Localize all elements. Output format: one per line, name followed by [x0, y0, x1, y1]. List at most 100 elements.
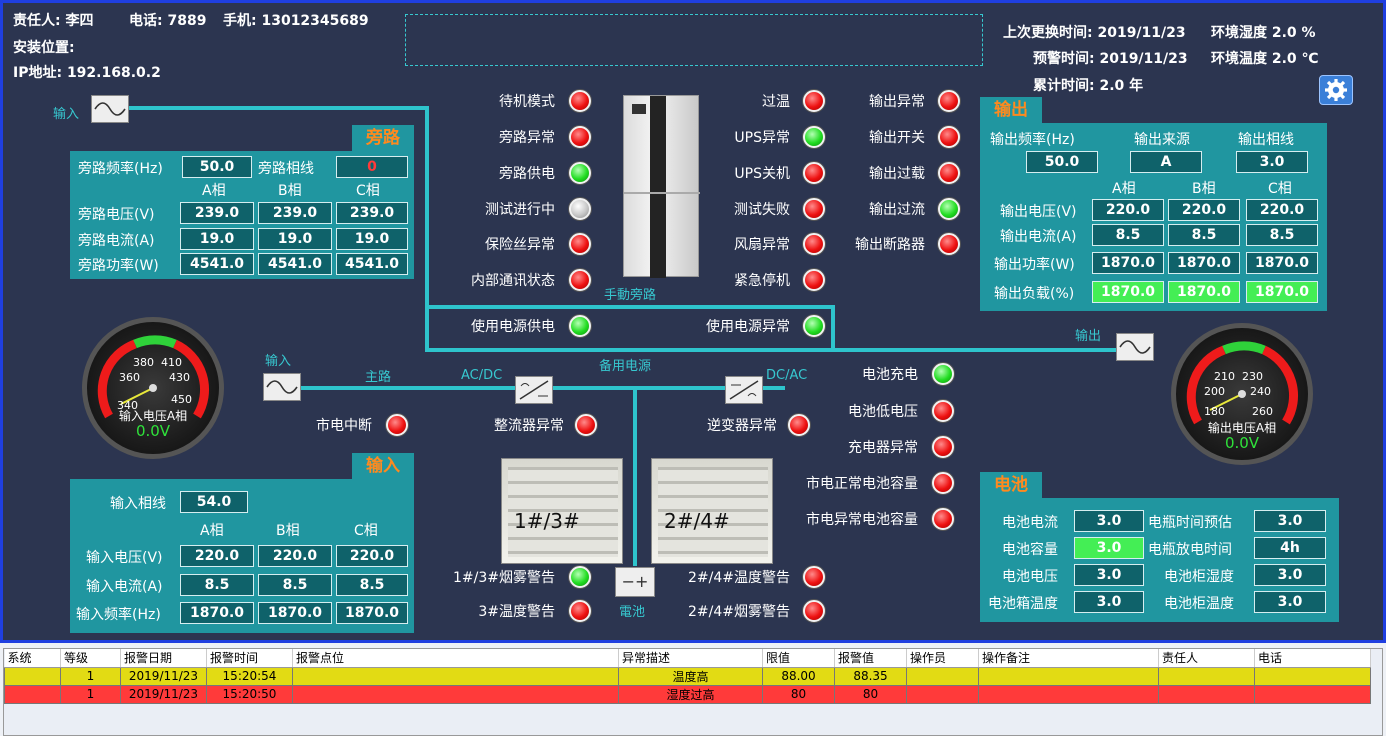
bypass-power-a: 4541.0	[180, 253, 254, 275]
col-alarm-point[interactable]: 报警点位	[292, 649, 619, 668]
status-led-test-fail	[803, 198, 825, 220]
table-cell	[1254, 684, 1371, 704]
gauge-tick: 430	[169, 371, 190, 384]
col-header: B相	[1192, 181, 1216, 197]
flow-line	[425, 348, 1117, 352]
status-led-use-supply	[569, 315, 591, 337]
col-operator[interactable]: 操作员	[906, 649, 979, 668]
scada-screen: 责任人: 李四 电话: 7889 手机: 13012345689 安装位置: I…	[0, 0, 1386, 643]
row-label: 输入频率(Hz)	[76, 607, 161, 623]
gauge-tick: 230	[1242, 370, 1263, 383]
table-cell: 湿度过高	[618, 684, 763, 704]
col-alarm-date[interactable]: 报警日期	[120, 649, 207, 668]
table-cell	[1254, 666, 1371, 686]
sine-wave-icon	[1116, 333, 1154, 361]
col-level[interactable]: 等级	[60, 649, 121, 668]
status-led-testing	[569, 198, 591, 220]
status-label: 使用电源异常	[706, 319, 790, 335]
battery-label: 电池电流	[1002, 515, 1058, 531]
bypass-phase-label: 旁路相线	[258, 161, 314, 177]
battery-cabinet-temp-value: 3.0	[1254, 591, 1326, 613]
table-cell	[4, 684, 61, 704]
table-cell: 80	[834, 684, 907, 704]
battery-current-value: 3.0	[1074, 510, 1144, 532]
input-voltage-a: 220.0	[180, 545, 254, 567]
output-power-b: 1870.0	[1168, 252, 1240, 274]
col-header: C相	[354, 523, 378, 539]
status-led-standby	[569, 90, 591, 112]
env-temp: 环境温度 2.0 ℃	[1211, 51, 1319, 67]
settings-button[interactable]	[1319, 75, 1353, 105]
status-led-ups-off	[803, 162, 825, 184]
col-phone[interactable]: 电话	[1254, 649, 1371, 668]
output-power-a: 1870.0	[1092, 252, 1164, 274]
status-led-out-fault	[938, 90, 960, 112]
gauge-tick: 240	[1250, 385, 1271, 398]
status-led-emergency-stop	[803, 269, 825, 291]
status-label: 整流器异常	[494, 418, 564, 434]
output-source-value: A	[1130, 151, 1202, 173]
row-label: 旁路电流(A)	[78, 233, 155, 249]
status-label: 旁路异常	[499, 130, 555, 146]
table-cell	[978, 666, 1159, 686]
row-label: 旁路功率(W)	[78, 258, 159, 274]
output-voltage-b: 220.0	[1168, 199, 1240, 221]
battery-label: 电瓶时间预估	[1148, 515, 1232, 531]
row-label: 旁路电压(V)	[78, 207, 155, 223]
col-system[interactable]: 系统	[4, 649, 61, 668]
cumulative-time: 累计时间: 2.0 年	[1033, 78, 1144, 94]
battery-symbol-label: 電池	[619, 605, 646, 620]
input-label-top: 输入	[53, 107, 80, 122]
row-label: 输出电压(V)	[1000, 204, 1077, 220]
output-voltage-gauge: 180 200 210 230 240 260 输出电压A相 0.0V	[1171, 323, 1313, 465]
output-header: 输出相线	[1238, 132, 1294, 148]
input-label-main: 输入	[265, 354, 292, 369]
status-led-ups-fault	[803, 126, 825, 148]
status-label: 充电器异常	[848, 440, 918, 456]
title-box	[405, 14, 983, 66]
table-cell: 2019/11/23	[120, 684, 207, 704]
gauge-tick: 450	[171, 393, 192, 406]
status-label: 内部通讯状态	[471, 273, 555, 289]
col-limit[interactable]: 限值	[762, 649, 835, 668]
status-led-out-switch	[938, 126, 960, 148]
status-label: 输出异常	[869, 94, 925, 110]
col-description[interactable]: 异常描述	[618, 649, 763, 668]
table-cell: 温度高	[618, 666, 763, 686]
output-current-c: 8.5	[1246, 224, 1318, 246]
rectifier-icon	[515, 376, 553, 404]
status-label: 保险丝异常	[485, 237, 555, 253]
bypass-phase-value: 0	[336, 156, 408, 178]
flow-line	[425, 106, 429, 352]
input-freq-c: 1870.0	[336, 602, 408, 624]
gauge-caption: 输出电压A相	[1207, 421, 1277, 435]
status-label: UPS关机	[734, 166, 790, 182]
output-header: 输出频率(Hz)	[990, 132, 1075, 148]
input-current-c: 8.5	[336, 574, 408, 596]
bypass-power-b: 4541.0	[258, 253, 332, 275]
sine-wave-icon	[263, 373, 301, 401]
status-label: 市电中断	[316, 418, 372, 434]
status-led-bypass-supply	[569, 162, 591, 184]
table-cell	[978, 684, 1159, 704]
col-header: A相	[200, 523, 224, 539]
col-alarm-time[interactable]: 报警时间	[206, 649, 293, 668]
col-alarm-value[interactable]: 报警值	[834, 649, 907, 668]
table-cell	[906, 666, 979, 686]
status-led-mains-off	[386, 414, 408, 436]
status-label: UPS异常	[734, 130, 790, 146]
input-voltage-gauge: 340 360 380 410 430 450 输入电压A相 0.0V	[82, 317, 224, 459]
status-led-comm	[569, 269, 591, 291]
ip-address: IP地址: 192.168.0.2	[13, 65, 161, 81]
battery-cabinet-humidity-value: 3.0	[1254, 564, 1326, 586]
bypass-current-a: 19.0	[180, 228, 254, 250]
input-phase-value: 54.0	[180, 491, 248, 513]
col-remark[interactable]: 操作备注	[978, 649, 1159, 668]
status-label: 输出过流	[869, 202, 925, 218]
col-owner[interactable]: 责任人	[1158, 649, 1255, 668]
battery-discharge-time-value: 4h	[1254, 537, 1326, 559]
status-led-smoke-13	[569, 566, 591, 588]
status-led-smoke-24	[803, 600, 825, 622]
